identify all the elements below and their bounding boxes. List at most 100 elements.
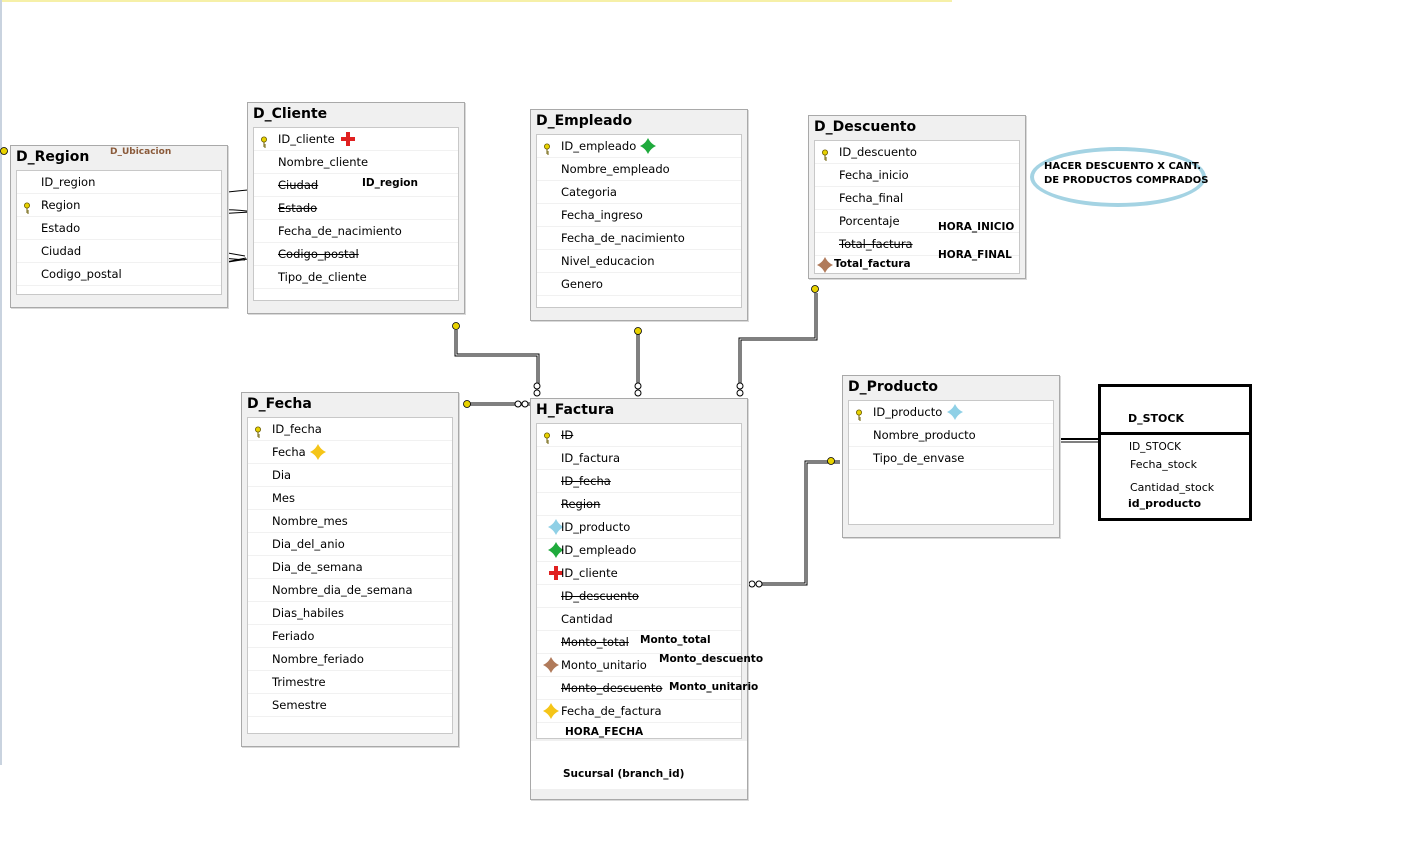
table-columns: ID_fecha Fecha Dia Mes Nombre_mes Dia_de… xyxy=(247,417,453,734)
note-id-region: ID_region xyxy=(362,177,418,189)
table-h-factura[interactable]: H_Factura ID ID_factura ID_fecha Region … xyxy=(530,398,748,800)
stock-row: Cantidad_stock xyxy=(1130,481,1215,494)
stock-divider xyxy=(1101,432,1249,435)
column-row[interactable]: Dia_del_anio xyxy=(248,533,452,556)
primary-key-icon xyxy=(821,146,833,161)
column-row[interactable]: Categoria xyxy=(537,181,741,204)
note-monto-total: Monto_total xyxy=(640,634,711,646)
column-row[interactable]: Nombre_empleado xyxy=(537,158,741,181)
column-row[interactable]: Nombre_mes xyxy=(248,510,452,533)
column-row[interactable]: Cantidad xyxy=(537,608,741,631)
column-row[interactable]: Monto_descuento xyxy=(537,677,741,700)
column-row[interactable]: Trimestre xyxy=(248,671,452,694)
column-row[interactable]: ID_region xyxy=(17,171,221,194)
table-d-producto[interactable]: D_Producto ID_producto Nombre_producto T… xyxy=(842,375,1060,538)
column-row[interactable]: ID_fecha xyxy=(537,470,741,493)
column-row[interactable]: Region xyxy=(17,194,221,217)
column-row[interactable]: Monto_total xyxy=(537,631,741,654)
stock-row: ID_STOCK xyxy=(1129,441,1181,453)
top-highlight-strip xyxy=(0,0,952,2)
column-row[interactable]: Nombre_feriado xyxy=(248,648,452,671)
column-row[interactable]: Nombre_producto xyxy=(849,424,1053,447)
primary-key-icon xyxy=(543,429,555,444)
column-row[interactable]: Fecha_inicio xyxy=(815,164,1019,187)
relationship-cliente-factura xyxy=(454,330,538,384)
column-row[interactable]: ID_factura xyxy=(537,447,741,470)
column-row[interactable]: Estado xyxy=(254,197,458,220)
cliente-marker-icon xyxy=(548,565,564,581)
column-row[interactable]: Nombre_dia_de_semana xyxy=(248,579,452,602)
column-row[interactable]: ID_empleado xyxy=(537,135,741,158)
column-row[interactable]: ID_cliente xyxy=(537,562,741,585)
producto-marker-icon xyxy=(947,404,963,420)
column-row[interactable]: ID_producto xyxy=(849,401,1053,424)
table-columns: ID ID_factura ID_fecha Region ID_product… xyxy=(536,423,742,739)
note-monto-unitario: Monto_unitario xyxy=(669,681,759,693)
note-hora-final: HORA_FINAL xyxy=(938,249,1012,261)
table-columns: ID_region Region Estado Ciudad Codigo_po… xyxy=(16,170,222,295)
column-row[interactable]: Semestre xyxy=(248,694,452,717)
monto-marker-icon xyxy=(543,657,559,673)
table-title: H_Factura xyxy=(536,402,615,418)
cliente-marker-icon xyxy=(340,131,356,147)
table-d-region[interactable]: D_Region ID_region Region Estado Ciudad … xyxy=(10,145,228,308)
stock-row: Fecha_stock xyxy=(1130,458,1197,471)
column-row[interactable]: ID_descuento xyxy=(537,585,741,608)
note-sucursal: Sucursal (branch_id) xyxy=(563,768,685,780)
column-row[interactable]: ID_fecha xyxy=(248,418,452,441)
stock-title: D_STOCK xyxy=(1128,412,1185,425)
column-row[interactable]: ID_producto xyxy=(537,516,741,539)
empleado-marker-icon xyxy=(548,542,564,558)
column-row[interactable]: Dia_de_semana xyxy=(248,556,452,579)
table-title: D_Empleado xyxy=(536,113,633,129)
column-row[interactable]: Monto_unitario xyxy=(537,654,741,677)
relationship-producto-factura xyxy=(760,460,840,584)
column-row[interactable]: Fecha_ingreso xyxy=(537,204,741,227)
column-row[interactable]: ID_empleado xyxy=(537,539,741,562)
producto-marker-icon xyxy=(548,519,564,535)
column-row[interactable]: Fecha_de_nacimiento xyxy=(537,227,741,250)
column-row[interactable]: Estado xyxy=(17,217,221,240)
table-columns: ID_empleado Nombre_empleado Categoria Fe… xyxy=(536,134,742,308)
annotation-text: HACER DESCUENTO X CANT. DE PRODUCTOS COM… xyxy=(1044,161,1209,186)
table-d-empleado[interactable]: D_Empleado ID_empleado Nombre_empleado C… xyxy=(530,109,748,321)
column-row[interactable]: Fecha_de_nacimiento xyxy=(254,220,458,243)
primary-key-icon xyxy=(23,199,35,214)
column-row[interactable]: Codigo_postal xyxy=(254,243,458,266)
note-total-factura: Total_factura xyxy=(834,258,911,270)
column-row[interactable]: Fecha_de_factura xyxy=(537,700,741,723)
column-row[interactable]: Total_factura xyxy=(815,233,1019,256)
column-row[interactable]: Genero xyxy=(537,273,741,296)
column-row[interactable]: ID_descuento xyxy=(815,141,1019,164)
monto-marker-icon xyxy=(817,257,833,273)
table-d-descuento[interactable]: D_Descuento ID_descuento Fecha_inicio Fe… xyxy=(808,115,1026,279)
column-row[interactable]: Ciudad xyxy=(254,174,458,197)
empleado-marker-icon xyxy=(640,138,656,154)
table-d-cliente[interactable]: D_Cliente ID_cliente Nombre_cliente Ciud… xyxy=(247,102,465,314)
column-row[interactable]: Tipo_de_cliente xyxy=(254,266,458,289)
column-row[interactable]: Fecha_final xyxy=(815,187,1019,210)
table-title: D_Producto xyxy=(848,379,939,395)
fecha-marker-icon xyxy=(310,444,326,460)
column-row[interactable]: Dias_habiles xyxy=(248,602,452,625)
column-row[interactable]: Dia xyxy=(248,464,452,487)
column-row[interactable]: ID_cliente xyxy=(254,128,458,151)
column-row[interactable]: Region xyxy=(537,493,741,516)
column-row[interactable]: Fecha xyxy=(248,441,452,464)
table-d-stock[interactable]: D_STOCK ID_STOCK Fecha_stock Cantidad_st… xyxy=(1098,384,1252,521)
column-row[interactable]: ID xyxy=(537,424,741,447)
primary-key-icon xyxy=(855,406,867,421)
fecha-marker-icon xyxy=(543,703,559,719)
column-row[interactable]: Tipo_de_envase xyxy=(849,447,1053,470)
column-row[interactable]: Nivel_educacion xyxy=(537,250,741,273)
column-row[interactable]: Ciudad xyxy=(17,240,221,263)
column-row[interactable]: Nombre_cliente xyxy=(254,151,458,174)
note-monto-descuento: Monto_descuento xyxy=(659,653,764,665)
table-title: D_Descuento xyxy=(814,119,917,135)
column-row[interactable]: Codigo_postal xyxy=(17,263,221,286)
column-row[interactable]: Porcentaje xyxy=(815,210,1019,233)
table-d-fecha[interactable]: D_Fecha ID_fecha Fecha Dia Mes Nombre_me… xyxy=(241,392,459,747)
factura-whiteout xyxy=(531,741,747,789)
column-row[interactable]: Feriado xyxy=(248,625,452,648)
column-row[interactable]: Mes xyxy=(248,487,452,510)
